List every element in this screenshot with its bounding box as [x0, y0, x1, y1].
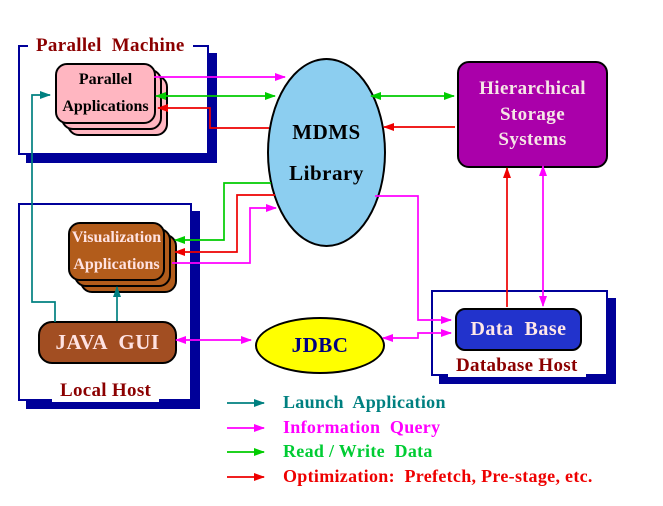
group-label-database-host: Database Host	[448, 355, 586, 377]
group-label-parallel-machine: Parallel Machine	[28, 35, 193, 57]
visualization-applications-line2: Applications	[73, 255, 160, 273]
legend-label-read-write-data: Read / Write Data	[283, 441, 433, 461]
stack-layer-front: Parallel Applications	[55, 63, 156, 124]
mdms-line1: MDMS	[292, 119, 361, 144]
stack-layer-front: Visualization Applications	[68, 222, 165, 281]
jdbc-label: JDBC	[291, 333, 349, 357]
parallel-applications-line2: Applications	[62, 97, 149, 115]
node-parallel-applications: Parallel Applications	[55, 63, 168, 136]
node-hierarchical-storage-systems: Hierarchical Storage Systems	[457, 61, 608, 168]
node-jdbc: JDBC	[255, 317, 385, 374]
node-java-gui: JAVA GUI	[38, 321, 177, 364]
hss-line1: Hierarchical	[479, 78, 586, 100]
node-data-base: Data Base	[455, 308, 582, 351]
group-label-local-host: Local Host	[52, 380, 160, 402]
java-gui-label: JAVA GUI	[55, 330, 160, 354]
mdms-line2: Library	[289, 160, 364, 185]
hss-line2: Storage	[499, 103, 566, 125]
node-mdms-library: MDMS Library	[267, 58, 386, 247]
parallel-applications-line1: Parallel	[78, 71, 133, 89]
legend-label-launch-application: Launch Application	[283, 392, 446, 412]
legend-label-information-query: Information Query	[283, 417, 441, 437]
node-visualization-applications: Visualization Applications	[68, 222, 177, 293]
data-base-label: Data Base	[470, 318, 567, 340]
hss-line3: Systems	[498, 129, 567, 151]
visualization-applications-line1: Visualization	[71, 229, 162, 247]
legend-label-optimization: Optimization: Prefetch, Pre-stage, etc.	[283, 466, 593, 486]
